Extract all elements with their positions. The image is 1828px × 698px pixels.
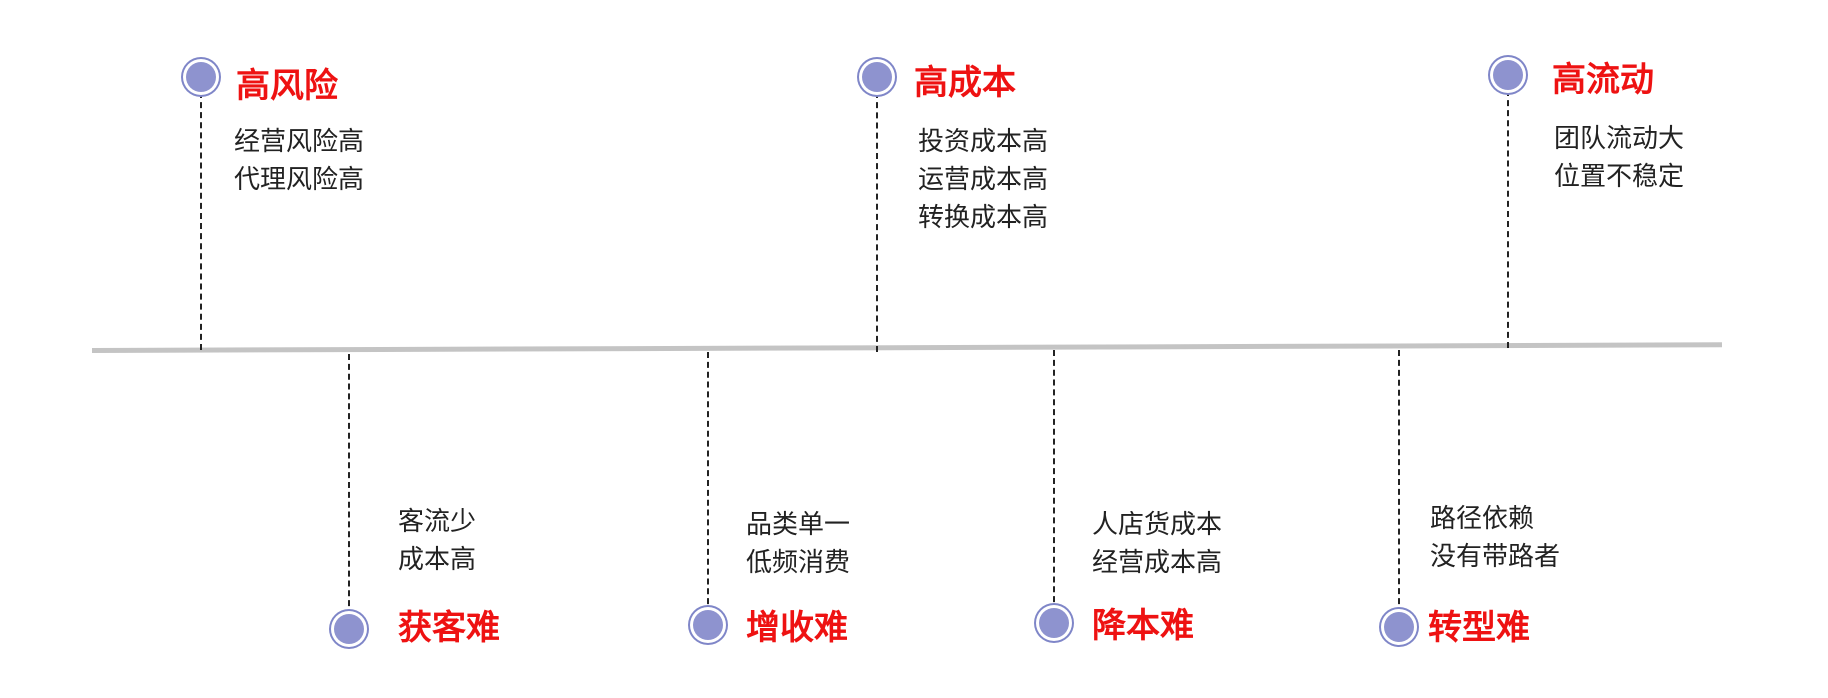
event-title: 增收难 [746, 608, 848, 648]
connector-line [348, 354, 350, 616]
event-details: 人店货成本 经营成本高 [1092, 506, 1222, 582]
timeline-node [693, 610, 723, 640]
detail-line: 运营成本高 [918, 165, 1049, 195]
event-title: 转型难 [1428, 608, 1530, 648]
detail-line: 品类单一 [746, 510, 851, 540]
timeline-node [334, 614, 364, 644]
event-title: 获客难 [398, 608, 500, 648]
connector-line [876, 92, 878, 352]
connector-line [200, 92, 202, 350]
event-details: 品类单一 低频消费 [746, 506, 850, 582]
event-title: 降本难 [1092, 606, 1194, 646]
detail-line: 路径依赖 [1430, 504, 1535, 534]
connector-line [707, 352, 709, 614]
detail-line: 团队流动大 [1554, 124, 1685, 154]
detail-line: 转换成本高 [918, 203, 1049, 233]
event-title: 高风险 [236, 66, 338, 106]
event-details: 路径依赖 没有带路者 [1430, 500, 1560, 576]
timeline-node [1384, 612, 1414, 642]
event-details: 团队流动大 位置不稳定 [1554, 120, 1684, 196]
detail-line: 没有带路者 [1430, 542, 1561, 572]
connector-line [1053, 350, 1055, 612]
detail-line: 经营成本高 [1092, 548, 1223, 578]
detail-line: 人店货成本 [1092, 510, 1223, 540]
detail-line: 投资成本高 [918, 127, 1049, 157]
connector-line [1507, 90, 1509, 348]
detail-line: 客流少 [398, 507, 477, 537]
detail-line: 低频消费 [746, 548, 851, 578]
timeline-node [862, 62, 892, 92]
timeline-axis [91, 342, 1722, 353]
timeline-node [1493, 60, 1523, 90]
detail-line: 位置不稳定 [1554, 162, 1685, 192]
connector-line [1398, 350, 1400, 614]
event-details: 经营风险高 代理风险高 [234, 123, 364, 199]
timeline-node [186, 62, 216, 92]
event-details: 投资成本高 运营成本高 转换成本高 [918, 123, 1048, 237]
timeline-node [1039, 608, 1069, 638]
detail-line: 经营风险高 [234, 127, 365, 157]
detail-line: 代理风险高 [234, 165, 365, 195]
event-title: 高成本 [914, 63, 1016, 103]
event-title: 高流动 [1552, 60, 1654, 100]
detail-line: 成本高 [398, 545, 477, 575]
event-details: 客流少 成本高 [398, 503, 476, 579]
